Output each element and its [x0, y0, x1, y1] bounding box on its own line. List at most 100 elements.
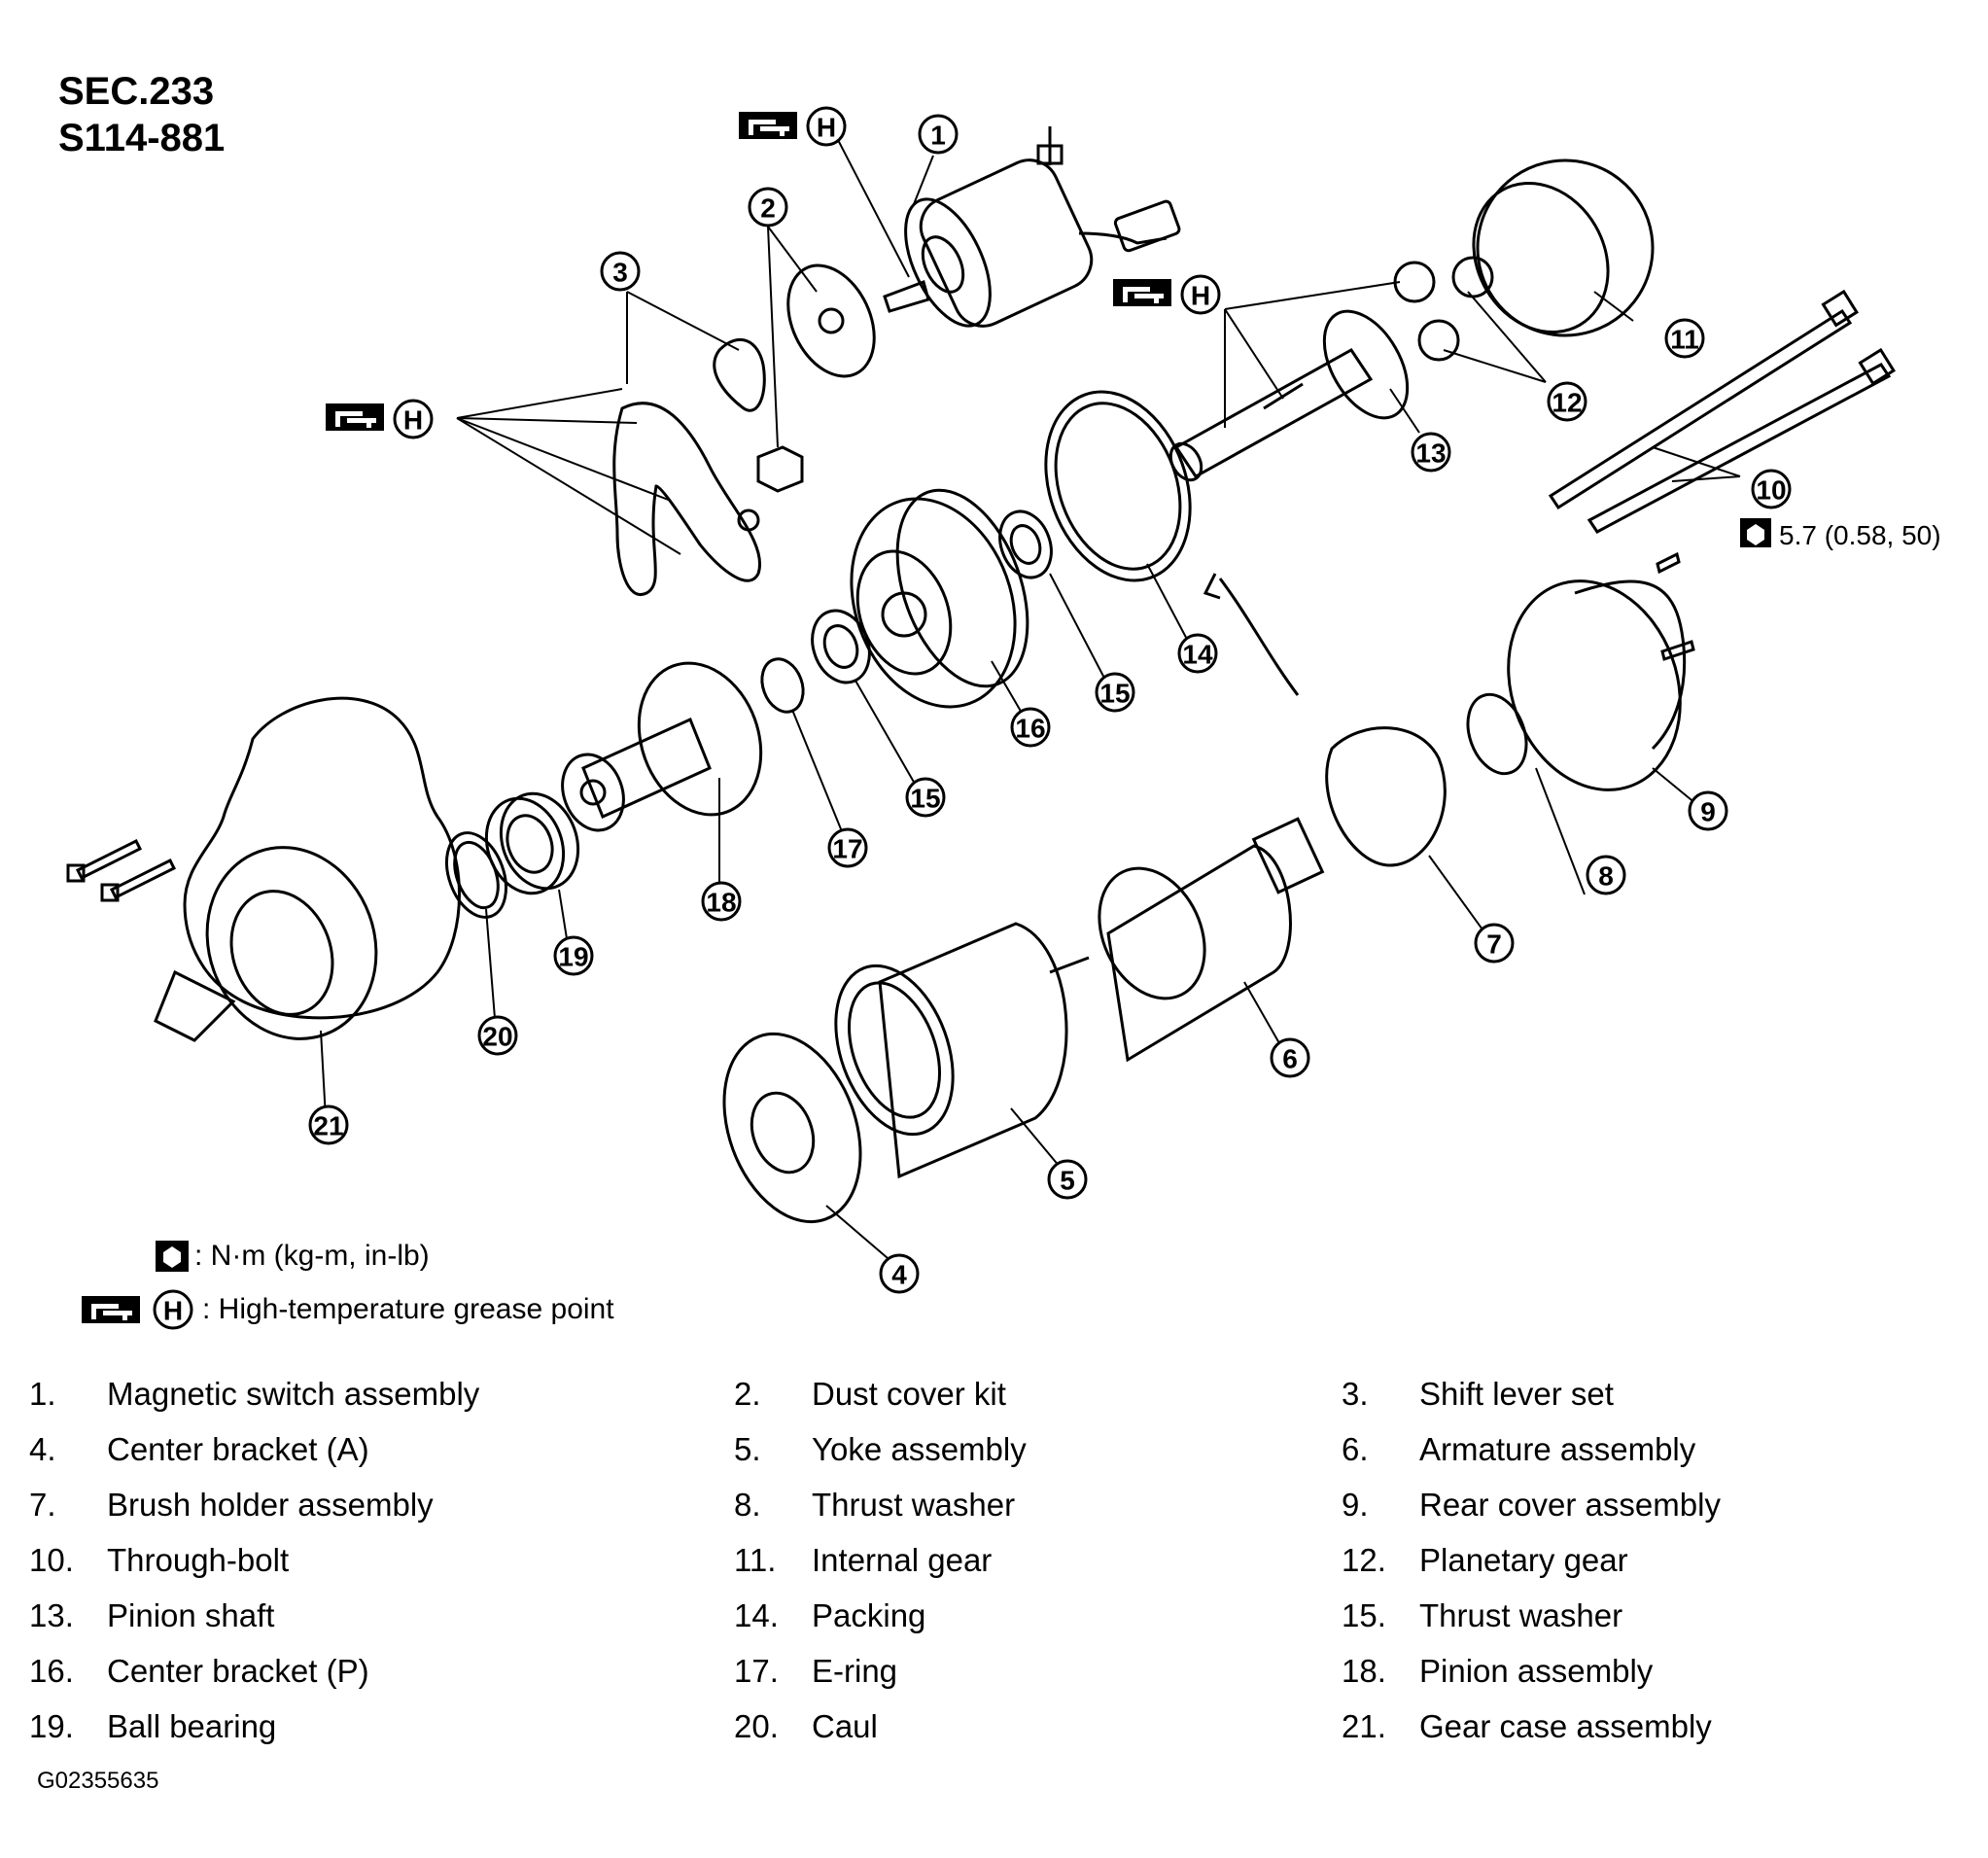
- center-bracket-p-drawing: [850, 488, 1029, 709]
- callout-15: 15: [1095, 672, 1135, 713]
- callout-20: 20: [477, 1015, 518, 1056]
- part-row-13: 13.Pinion shaft: [29, 1596, 275, 1633]
- callout-15-second: 15: [905, 777, 946, 818]
- svg-text:H: H: [1191, 281, 1210, 311]
- part-row-12: 12.Planetary gear: [1342, 1541, 1628, 1578]
- callout-12: 12: [1547, 381, 1587, 422]
- svg-text:16: 16: [1015, 714, 1045, 744]
- svg-text:1: 1: [930, 121, 946, 151]
- dust-cover-kit-drawing: [756, 263, 876, 493]
- callout-2: 2: [748, 187, 788, 228]
- caul-drawing: [445, 831, 507, 919]
- part-row-9: 9.Rear cover assembly: [1342, 1486, 1721, 1523]
- svg-text:20: 20: [482, 1022, 512, 1052]
- e-ring-drawing: [760, 657, 805, 714]
- svg-text:6: 6: [1282, 1044, 1298, 1074]
- part-row-14: 14.Packing: [734, 1596, 926, 1633]
- svg-text:21: 21: [313, 1111, 343, 1141]
- legend-grease-text: : High-temperature grease point: [202, 1293, 614, 1325]
- callout-layer: 1 2 3 4 5 6 7 8 9 10 11 12 13 14 15 15 1…: [308, 114, 1792, 1294]
- packing-drawing: [1044, 390, 1192, 582]
- callout-14: 14: [1177, 633, 1218, 674]
- callout-1: 1: [918, 114, 959, 155]
- brush-holder-drawing: [1203, 573, 1447, 867]
- svg-text:5: 5: [1060, 1166, 1075, 1196]
- callout-8: 8: [1586, 855, 1626, 895]
- callout-13: 13: [1411, 432, 1451, 473]
- part-row-18: 18.Pinion assembly: [1342, 1652, 1654, 1689]
- svg-text:9: 9: [1700, 797, 1716, 827]
- part-row-11: 11.Internal gear: [734, 1541, 993, 1578]
- model-number: S114-881: [58, 117, 226, 159]
- part-row-21: 21.Gear case assembly: [1342, 1707, 1712, 1744]
- callout-21: 21: [308, 1104, 349, 1145]
- legend-torque-text: : N·m (kg-m, in-lb): [194, 1240, 430, 1272]
- svg-text:8: 8: [1598, 861, 1614, 892]
- callout-10: 10: [1751, 469, 1792, 509]
- callout-19: 19: [553, 935, 594, 976]
- pinion-assembly-drawing: [561, 661, 763, 832]
- part-row-20: 20.Caul: [734, 1707, 878, 1744]
- thrust-washer-drawing: [811, 509, 1053, 684]
- ball-bearing-drawing: [484, 791, 580, 895]
- part-row-17: 17.E-ring: [734, 1652, 898, 1689]
- svg-text:H: H: [403, 405, 423, 436]
- svg-text:H: H: [163, 1296, 183, 1326]
- torque-wrench-icon: [156, 1241, 189, 1272]
- pinion-shaft-drawing: [1168, 309, 1410, 482]
- part-row-16: 16.Center bracket (P): [29, 1652, 369, 1689]
- torque-spec: 5.7 (0.58, 50): [1740, 518, 1941, 550]
- callout-18: 18: [701, 881, 742, 922]
- grease-point-icon: H: [326, 399, 434, 439]
- callout-9: 9: [1688, 790, 1728, 831]
- callout-6: 6: [1270, 1037, 1310, 1078]
- callout-7: 7: [1474, 923, 1515, 964]
- part-row-19: 19.Ball bearing: [29, 1707, 277, 1744]
- svg-text:15: 15: [910, 784, 940, 814]
- callout-11: 11: [1664, 318, 1705, 359]
- part-row-8: 8.Thrust washer: [734, 1486, 1016, 1523]
- part-row-15: 15.Thrust washer: [1342, 1596, 1623, 1633]
- svg-text:2: 2: [760, 193, 776, 224]
- figure-code: G02355635: [37, 1768, 159, 1794]
- svg-text:13: 13: [1415, 438, 1446, 469]
- internal-gear-drawing: [1472, 158, 1655, 337]
- part-row-1: 1.Magnetic switch assembly: [29, 1375, 480, 1412]
- part-row-6: 6.Armature assembly: [1342, 1430, 1696, 1467]
- part-row-3: 3.Shift lever set: [1342, 1375, 1614, 1412]
- section-number: SEC.233: [58, 70, 215, 113]
- svg-text:17: 17: [832, 834, 862, 864]
- center-bracket-a-drawing: [722, 1032, 862, 1224]
- grease-point-icon: H: [1113, 274, 1221, 315]
- legend-grease: H : High-temperature grease point: [82, 1288, 614, 1331]
- svg-text:18: 18: [706, 888, 736, 918]
- part-row-5: 5.Yoke assembly: [734, 1430, 1027, 1467]
- magnetic-switch-drawing: [883, 126, 1181, 328]
- gear-case-drawing: [154, 696, 461, 1042]
- part-row-10: 10.Through-bolt: [29, 1541, 290, 1578]
- svg-text:11: 11: [1670, 325, 1699, 355]
- svg-text:5.7 (0.58, 50): 5.7 (0.58, 50): [1779, 520, 1941, 550]
- part-row-7: 7.Brush holder assembly: [29, 1486, 434, 1523]
- callout-17: 17: [827, 827, 868, 868]
- svg-text:19: 19: [558, 942, 588, 972]
- svg-text:3: 3: [612, 258, 628, 288]
- rear-cover-drawing: [1507, 551, 1695, 791]
- part-row-4: 4.Center bracket (A): [29, 1430, 369, 1467]
- through-bolt-drawing: [1548, 289, 1896, 534]
- grease-point-icon: H: [739, 106, 847, 147]
- part-row-2: 2.Dust cover kit: [734, 1375, 1006, 1412]
- shift-lever-drawing: [612, 337, 766, 597]
- gear-case-bolt-drawing: [66, 838, 177, 902]
- callout-5: 5: [1047, 1159, 1088, 1200]
- svg-text:15: 15: [1099, 679, 1130, 709]
- callout-3: 3: [600, 251, 641, 292]
- svg-text:7: 7: [1486, 929, 1502, 960]
- svg-text:H: H: [817, 113, 836, 143]
- legend-torque: : N·m (kg-m, in-lb): [156, 1240, 430, 1273]
- svg-text:14: 14: [1182, 640, 1213, 670]
- parts-list: 1.Magnetic switch assembly 2.Dust cover …: [29, 1366, 1954, 1754]
- grease-gun-icon: [82, 1296, 140, 1323]
- armature-drawing: [1049, 817, 1325, 1063]
